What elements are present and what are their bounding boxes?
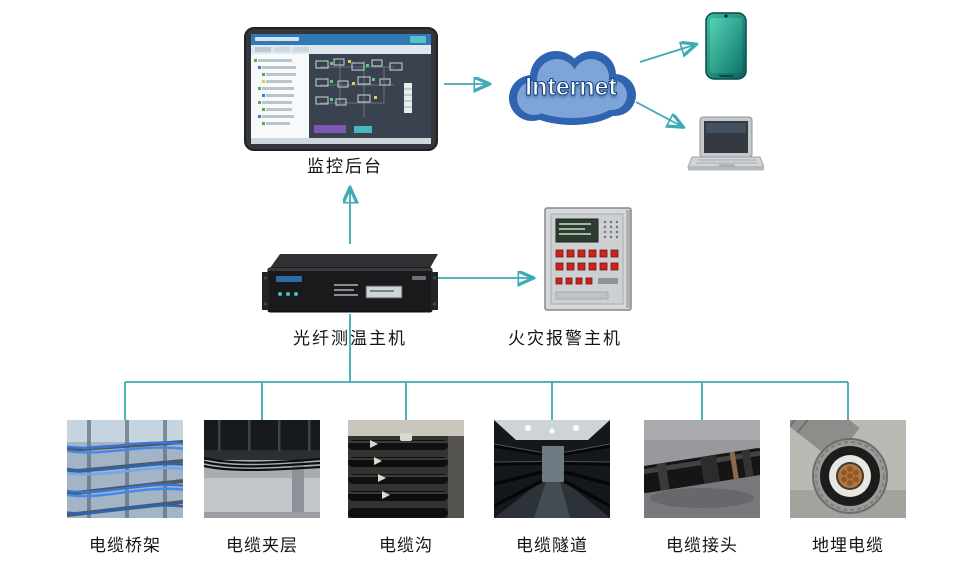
site-label-cable-mezzanine: 电缆夹层 <box>226 536 298 555</box>
site-label-cable-tunnel: 电缆隧道 <box>516 536 588 555</box>
monitor-image <box>244 27 438 156</box>
site-label-buried-cable: 地埋电缆 <box>812 536 884 555</box>
site-photo-buried-cable <box>790 420 906 518</box>
smartphone-icon <box>704 12 748 85</box>
site-photo-cable-tunnel <box>494 420 610 518</box>
fire-alarm-label: 火灾报警主机 <box>508 329 622 348</box>
laptop-icon <box>686 116 765 179</box>
fiber-host-label: 光纤测温主机 <box>293 329 407 348</box>
connector-internet-to-laptop <box>635 101 681 126</box>
internet-cloud-icon <box>496 44 646 135</box>
site-photo-cable-tray <box>67 420 183 518</box>
site-label-cable-tray: 电缆桥架 <box>89 536 161 555</box>
site-photo-cable-joint <box>644 420 760 518</box>
site-photo-cable-trench <box>348 420 464 518</box>
connector-internet-to-phone <box>639 45 694 63</box>
site-label-cable-joint: 电缆接头 <box>666 536 738 555</box>
internet-label: Internet <box>525 72 618 101</box>
fiber-host-image <box>262 246 438 321</box>
site-photo-cable-mezzanine <box>204 420 320 518</box>
site-label-cable-trench: 电缆沟 <box>379 536 433 555</box>
monitor-label: 监控后台 <box>307 157 383 176</box>
fire-alarm-image <box>543 206 633 317</box>
